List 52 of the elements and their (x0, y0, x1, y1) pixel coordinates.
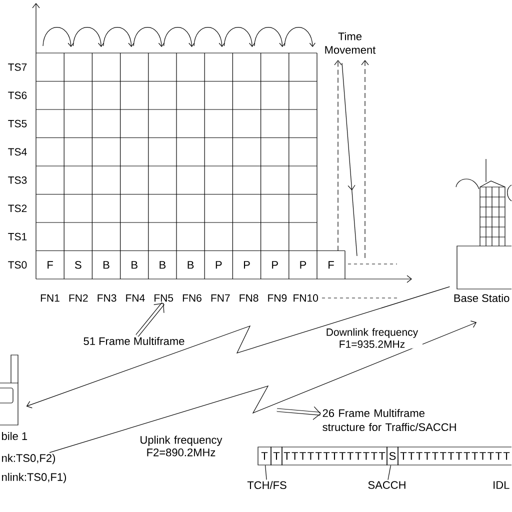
channel-label: SACCH (368, 481, 406, 489)
column-label: FN10 (294, 294, 318, 302)
frame-letter: B (188, 261, 194, 269)
row-label: TS4 (8, 148, 27, 156)
caption-text: 26 Frame Multiframe structure for Traffic/SACCH (322, 408, 456, 432)
frame-letter: B (160, 261, 166, 269)
column-label: FN3 (98, 294, 116, 302)
lightning-arrow (26, 286, 450, 408)
frame-letter: B (104, 261, 110, 269)
leader-line (388, 465, 392, 480)
column-label: FN5 (154, 294, 174, 302)
row-label: TS6 (8, 92, 27, 100)
row-label: TS3 (8, 176, 27, 184)
phone-label: bile 1 (2, 432, 28, 440)
column-label: FN6 (182, 294, 202, 302)
axis-label: Time Movement (325, 32, 376, 54)
channel-label: TCH/FS (247, 480, 286, 490)
column-label: FN1 (40, 294, 60, 302)
lightning-arrow (49, 320, 477, 453)
frame-cell: TTTTTTTTTTTTTT (398, 446, 512, 466)
link-label: nk:TS0,F2) (2, 454, 56, 464)
row-label: TS2 (8, 204, 27, 212)
edge-label: Uplink frequency F2=890.2MHz (130, 435, 232, 457)
caption-text: 51 Frame Multiframe (84, 336, 184, 346)
frame-letter: P (272, 261, 278, 269)
channel-label: IDL (494, 481, 510, 489)
column-label: FN7 (211, 294, 230, 302)
frame-letter: F (328, 261, 334, 269)
frame-cell: S (386, 446, 398, 466)
column-label: FN4 (126, 294, 145, 302)
frame-cell: TTTTTTTTTTTTT (282, 446, 388, 466)
column-label: FN2 (69, 294, 88, 302)
row-label: TS0 (8, 261, 27, 269)
leader-line (265, 465, 267, 480)
column-label: FN9 (268, 294, 287, 302)
row-label: TS7 (8, 63, 27, 71)
frame-letter: S (74, 261, 82, 269)
frame-letter: F (48, 261, 53, 269)
frame-letter: B (132, 261, 138, 269)
edge-label: Downlink frequency F1=935.2MHz (322, 328, 422, 348)
frame-letter: P (300, 261, 306, 269)
frame-cell: T (270, 446, 282, 466)
column-label: FN8 (240, 294, 258, 302)
station-label: Base Statio (454, 294, 510, 302)
link-label: nlink:TS0,F1) (2, 472, 66, 484)
double-arrow (136, 302, 165, 337)
frame-letter: P (244, 261, 250, 269)
frame-letter: P (216, 261, 222, 269)
frame-cell: T (258, 446, 272, 466)
double-arrow (276, 406, 321, 420)
row-label: TS1 (8, 232, 27, 240)
row-label: TS5 (8, 120, 27, 128)
